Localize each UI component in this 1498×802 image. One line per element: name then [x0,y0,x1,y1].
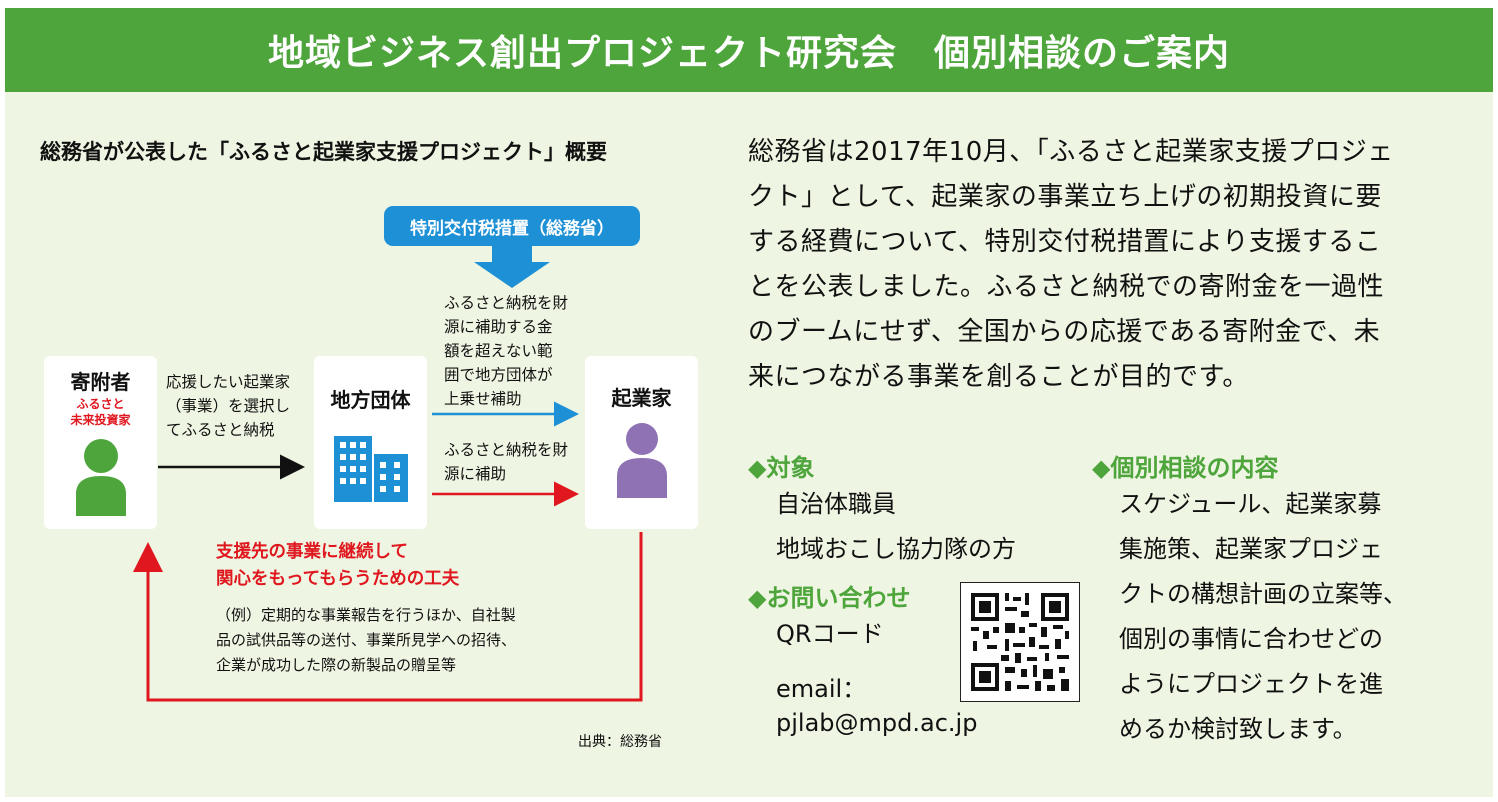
qr-label: QRコード [776,620,884,648]
donor-label: 寄附者 [70,370,131,394]
qr-code-icon [971,593,1069,691]
entrepreneur-label: 起業家 [611,386,672,410]
paragraph-line: のブームにせず、全国からの応援である寄附金で、未 [748,317,1381,347]
target-item: 地域おこし協力隊の方 [776,535,1016,563]
text-line: （事業）を選択し [166,397,291,415]
paragraph-line: クト」として、起業家の事業立ち上げの初期投資に要 [748,182,1382,212]
text-line: ふるさと納税を財 [444,294,569,312]
text-line: （例）定期的な事業報告を行うほか、自社製 [216,606,516,624]
consult-line: スケジュール、起業家募 [1119,490,1382,518]
donor-arrow-text: 応援したい起業家 （事業）を選択し てふるさと納税 [166,370,290,442]
consult-line: クトの構想計画の立案等、 [1119,580,1407,608]
text-line: 額を超えない範 [444,342,553,360]
donor-subtitle-1: ふるさと [76,397,125,411]
email-label: email： [776,675,867,703]
page-title: 地域ビジネス創出プロジェクト研究会 個別相談のご案内 [5,8,1493,92]
consult-line: めるか検討致します。 [1119,715,1357,743]
text-line: 源に補助 [444,465,507,483]
person-icon [617,423,667,498]
diagram-title: 総務省が公表した「ふるさと起業家支援プロジェクト」概要 [40,140,607,164]
person-icon [76,439,126,516]
feedback-title: 支援先の事業に継続して 関心をもってもらうための工夫 [216,539,459,593]
consult-line: 個別の事情に合わせどの [1119,625,1383,653]
qr-code[interactable] [960,582,1080,702]
text-line: 品の試供品等の送付、事業所見学への招待、 [216,631,517,649]
text-line: 支援先の事業に継続して [216,542,408,562]
text-line: ふるさと納税を財 [444,441,569,459]
paragraph-line: する経費について、特別交付税措置により支援するこ [748,227,1382,257]
tax-measure-badge: 特別交付税措置（総務省） [384,206,640,246]
text-line: 応援したい起業家 [166,373,291,391]
entrepreneur-box: 起業家 [585,356,698,529]
local-gov-box: 地方団体 [314,356,427,529]
target-heading: ◆対象 [748,454,815,482]
paragraph-line: とを公表しました。ふるさと納税での寄附金を一過性 [748,272,1385,302]
local-gov-label: 地方団体 [330,388,411,412]
text-line: 企業が成功した際の新製品の贈呈等 [216,656,457,674]
blue-down-arrow [474,246,550,288]
text-line: 関心をもってもらうための工夫 [216,569,460,589]
consult-body: スケジュール、起業家募 集施策、起業家プロジェ クトの構想計画の立案等、 個別の… [1119,482,1407,752]
feedback-loop-arrow [133,532,643,702]
text-line: 上乗せ補助 [444,390,522,408]
donor-box: 寄附者 ふるさと 未来投資家 [44,356,157,529]
target-item: 自治体職員 [776,490,896,518]
contact-heading: ◆お問い合わせ [748,584,911,612]
building-icon [334,436,408,502]
content-background [5,8,1493,797]
blue-arrow-text: ふるさと納税を財 源に補助する金 額を超えない範 囲で地方団体が 上乗せ補助 [444,291,568,411]
feedback-example: （例）定期的な事業報告を行うほか、自社製 品の試供品等の送付、事業所見学への招待… [216,603,516,678]
red-arrow-text: ふるさと納税を財 源に補助 [444,438,568,486]
paragraph-line: 来につながる事業を創ることが目的です。 [748,362,1249,392]
email-link[interactable]: pjlab@mpd.ac.jp [776,709,978,737]
text-line: てふるさと納税 [166,421,275,439]
intro-paragraph: 総務省は2017年10月、「ふるさと起業家支援プロジェ クト」として、起業家の事… [748,130,1453,400]
target-list: 自治体職員 地域おこし協力隊の方 [776,482,1016,572]
donor-subtitle-2: 未来投資家 [70,413,131,427]
text-line: 源に補助する金 [444,318,553,336]
consult-line: 集施策、起業家プロジェ [1119,535,1383,563]
consult-heading: ◆個別相談の内容 [1092,454,1279,482]
text-line: 囲で地方団体が [444,366,553,384]
consult-line: ようにプロジェクトを進 [1119,670,1383,698]
source-note: 出典：総務省 [578,734,662,750]
paragraph-line: 総務省は2017年10月、「ふるさと起業家支援プロジェ [748,137,1394,167]
